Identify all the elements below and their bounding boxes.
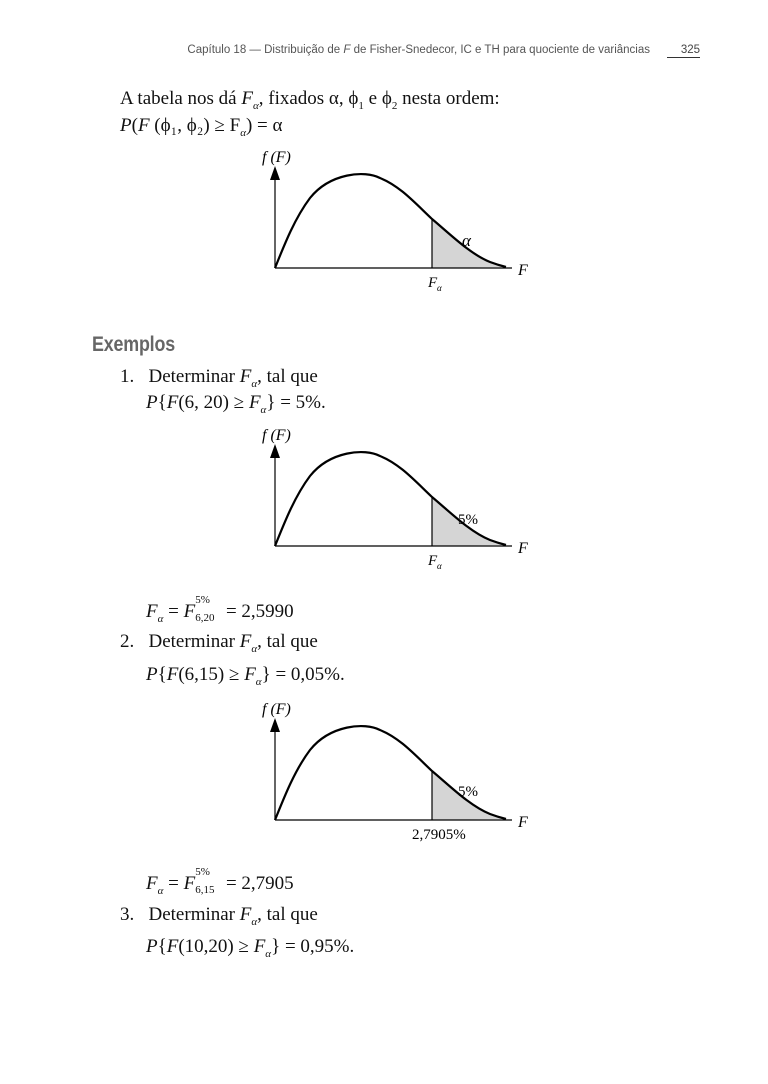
cutoff-label: 2,7905% xyxy=(412,827,466,843)
intro-line-2: P(F (ϕ₁, ϕ₂) ≥ Fα) = α xyxy=(120,115,283,139)
intro-line-1: A tabela nos dá Fα, fixados α, ϕ1 e ϕ2 n… xyxy=(120,88,500,112)
example-3-condition: P{F(10,20) ≥ Fα} = 0,95%. xyxy=(146,936,355,960)
x-axis-label: F xyxy=(517,814,528,831)
distribution-graph-3: f (F) F 5% 2,7905% xyxy=(250,700,550,853)
y-axis-arrow xyxy=(270,718,280,732)
tail-area xyxy=(432,497,506,546)
density-curve xyxy=(273,172,507,269)
running-header: Capítulo 18 — Distribuição de F de Fishe… xyxy=(0,40,768,60)
result-1-indices: 5%6,20 xyxy=(195,594,215,624)
f-density-plot-3: f (F) F 5% 2,7905% xyxy=(262,701,528,843)
y-axis-arrow xyxy=(270,444,280,458)
running-title: Capítulo 18 — Distribuição de F de Fishe… xyxy=(187,44,650,56)
example-2-line-1: 2. Determinar Fα, tal que xyxy=(120,631,318,655)
section-title: Exemplos xyxy=(92,333,175,356)
page-number: 325 xyxy=(666,44,700,58)
y-axis-label: f (F) xyxy=(262,427,291,444)
tail-area xyxy=(432,219,506,268)
density-curve xyxy=(273,724,507,821)
example-1-line-1: 1. Determinar Fα, tal que xyxy=(120,366,318,390)
cutoff-sub: α xyxy=(437,561,442,571)
density-curve xyxy=(273,450,507,547)
area-label: 5% xyxy=(458,784,478,800)
cutoff-label: F xyxy=(427,275,438,291)
distribution-graph-2: f (F) F 5% F α xyxy=(250,426,550,579)
cutoff-sub: α xyxy=(437,283,442,293)
y-axis-arrow xyxy=(270,166,280,180)
result-2-indices: 5%6,15 xyxy=(195,866,215,896)
distribution-graph-1: f (F) F α F α xyxy=(250,148,550,301)
y-axis-label: f (F) xyxy=(262,149,291,166)
cutoff-label: F xyxy=(427,553,438,569)
x-axis-label: F xyxy=(517,262,528,279)
area-label: 5% xyxy=(458,512,478,528)
tail-area xyxy=(432,771,506,820)
f-density-plot-1: f (F) F α F α xyxy=(262,149,528,293)
example-3-line-1: 3. Determinar Fα, tal que xyxy=(120,904,318,928)
f-density-plot-2: f (F) F 5% F α xyxy=(262,427,528,571)
y-axis-label: f (F) xyxy=(262,701,291,718)
alpha-label: α xyxy=(462,231,472,250)
example-2-condition: P{F(6,15) ≥ Fα} = 0,05%. xyxy=(146,664,345,688)
example-1-condition: P{F(6, 20) ≥ Fα} = 5%. xyxy=(146,392,326,416)
x-axis-label: F xyxy=(517,540,528,557)
